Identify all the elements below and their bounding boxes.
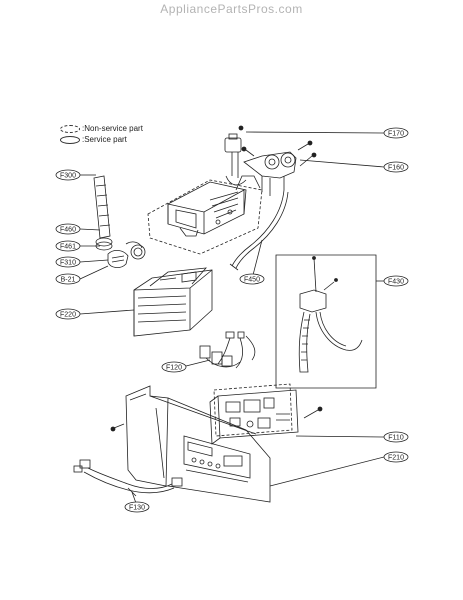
tag-f220-label: F220 — [60, 312, 76, 319]
solid-ellipse-icon — [60, 135, 80, 144]
detergent-drawer — [133, 267, 213, 337]
leader-lines — [79, 131, 385, 507]
tag-f220: F220 — [55, 308, 81, 320]
tag-f460-label: F460 — [60, 227, 76, 234]
tag-b21-label: B-21 — [61, 277, 76, 284]
tag-f120-label: F120 — [166, 365, 182, 372]
tag-f310: F310 — [55, 256, 81, 268]
legend-non-service: :Non-service part — [60, 123, 143, 134]
wire-harness-lower — [73, 459, 183, 497]
tag-f210: F210 — [383, 451, 409, 463]
tag-f430-label: F430 — [388, 279, 404, 286]
control-panel — [110, 385, 271, 503]
tag-f461: F461 — [55, 240, 81, 252]
vent-tube-parts — [93, 175, 146, 268]
watermark: AppliancePartsPros.com — [160, 2, 303, 16]
wire-harness-upper — [199, 331, 256, 369]
tag-f160: F160 — [383, 161, 409, 173]
tag-f130: F130 — [124, 501, 150, 513]
tag-f310-label: F310 — [60, 260, 76, 267]
tag-f130-label: F130 — [129, 505, 145, 512]
tag-f110: F110 — [383, 431, 409, 443]
tag-f450: F450 — [239, 273, 265, 285]
dashed-ellipse-icon — [60, 124, 80, 133]
control-pcb — [209, 383, 323, 445]
tag-f430: F430 — [383, 275, 409, 287]
dispenser-housing — [147, 175, 263, 255]
legend-service: :Service part — [60, 134, 143, 145]
tag-f210-label: F210 — [388, 455, 404, 462]
legend-service-label: :Service part — [82, 135, 127, 144]
tag-f300-label: F300 — [60, 173, 76, 180]
tag-f170: F170 — [383, 127, 409, 139]
legend-non-service-label: :Non-service part — [82, 124, 143, 133]
tag-f460: F460 — [55, 223, 81, 235]
inset-hose-detail — [275, 254, 377, 389]
tag-f120: F120 — [161, 361, 187, 373]
tag-f110-label: F110 — [388, 435, 404, 442]
legend: :Non-service part :Service part — [60, 123, 143, 145]
water-valve-assembly — [224, 125, 317, 271]
tag-f160-label: F160 — [388, 165, 404, 172]
tag-f450-label: F450 — [244, 277, 260, 284]
tag-f300: F300 — [55, 169, 81, 181]
tag-b21: B-21 — [55, 273, 81, 285]
tag-f461-label: F461 — [60, 244, 76, 251]
tag-f170-label: F170 — [388, 131, 404, 138]
